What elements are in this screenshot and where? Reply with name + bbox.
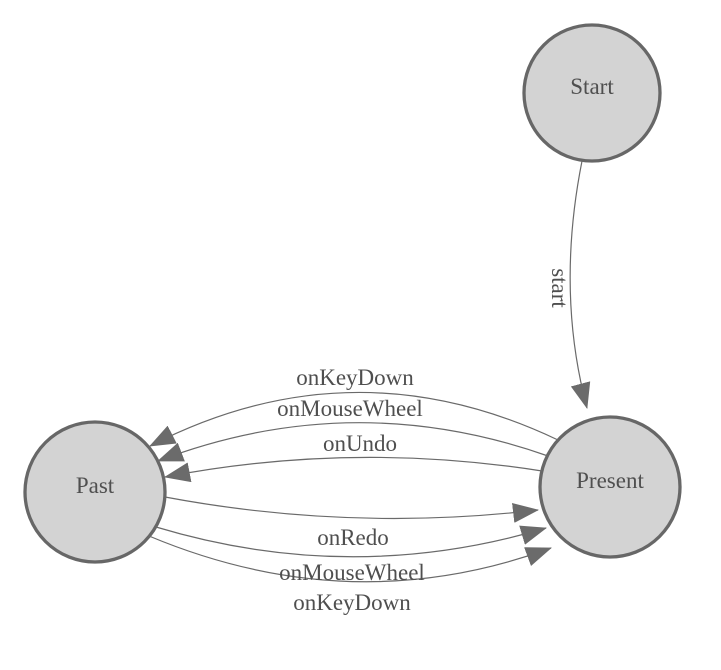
transition-edge-present-to-past-2	[157, 422, 549, 462]
edge-label-onRedo: onRedo	[317, 525, 389, 550]
state-node-past: Past	[23, 420, 167, 564]
transition-edge-past-to-present-5	[155, 525, 547, 558]
edge-label-onUndo: onUndo	[323, 431, 397, 456]
edge-label-start: start	[547, 268, 572, 308]
transition-edge-present-to-past-1	[149, 391, 559, 447]
state-node-start: Start	[522, 23, 662, 163]
state-circle-past	[23, 420, 167, 564]
edge-label-onMouseWheel: onMouseWheel	[277, 396, 423, 421]
transition-edge-past-to-present-6	[148, 535, 552, 583]
state-circle-present	[538, 415, 682, 559]
edge-label-onMouseWheel: onMouseWheel	[279, 560, 425, 585]
edge-label-layer: start onKeyDown onMouseWheel onUndo onRedo on…	[277, 268, 572, 615]
edge-label-onKeyDown: onKeyDown	[296, 365, 414, 390]
state-circle-start	[522, 23, 662, 163]
state-node-present: Present	[538, 415, 682, 559]
transition-edge-start-to-present-0	[569, 160, 591, 409]
node-label-past: Past	[76, 473, 115, 498]
node-label-start: Start	[570, 74, 614, 99]
transition-edge-past-to-present-4	[164, 496, 539, 523]
node-label-present: Present	[576, 468, 644, 493]
transition-edge-present-to-past-3	[164, 456, 543, 483]
edge-layer	[148, 160, 591, 583]
edge-label-onKeyDown: onKeyDown	[293, 590, 411, 615]
